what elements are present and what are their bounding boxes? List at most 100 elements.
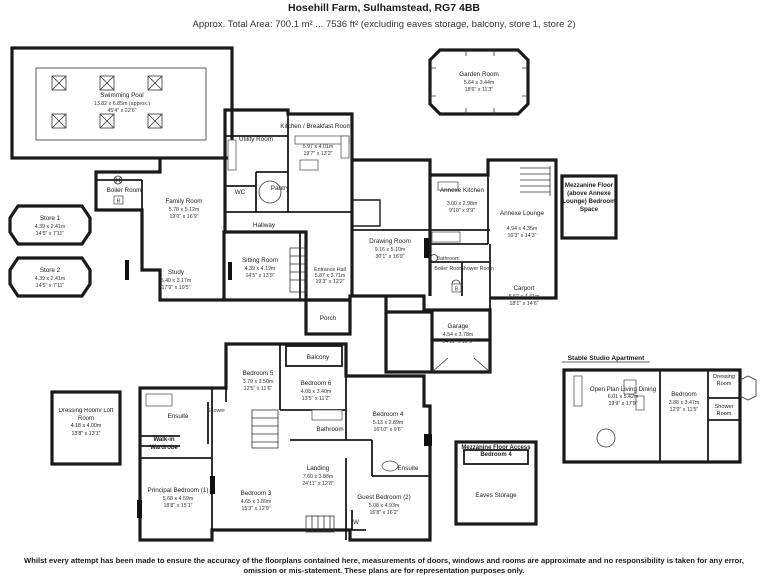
garage-wall [384,312,492,374]
ground-floor-walls [8,46,618,374]
mezz-access-inner [463,449,529,465]
label-study: Study [168,269,185,276]
dims-dressing-loft: 4.18 x 4.00m [70,423,102,429]
label-sitting-room: Sitting Room [242,257,278,264]
ensuite-bath [145,393,173,407]
ground-internal-walls [96,110,491,310]
balcony-rail [285,345,343,367]
label-boiler-room2: Boiler Room [434,266,464,272]
label-pantry: Pantry [271,185,290,192]
dims-drawing-room: 9.16 x 5.10m [375,247,406,253]
dims-imp-landing: 24'11" x 12'8" [302,481,334,487]
label-annexe-kitchen: Annexe Kitchen [440,187,485,194]
dims-bedroom4: 5.13 x 2.89m [373,420,404,426]
boiler-icon [113,175,123,185]
mezz-access-label-box: Mezzanine Floor Access Bedroom 4 [461,445,530,458]
pool-wall [10,46,234,160]
dims-imp-swimming-pool: 45'4" x 22'6" [107,108,136,114]
label-family-room: Family Room [165,198,202,205]
dims-imp-bedroom3: 15'3" x 12'9" [241,506,270,512]
label-bedroom3: Bedroom 3 [241,490,272,497]
label-kitchen: Kitchen / Breakfast Room [280,123,351,130]
label-mezzanine-annexe: Mezzanine Floor (above Annexe Lounge) Be… [562,182,616,213]
label-annexe-lounge: Annexe Lounge [500,210,545,217]
label-studio-title: Stable Studio Apartment [568,355,645,362]
disclaimer: Whilst every attempt has been made to en… [24,556,744,575]
boiler-badge-icon [113,195,124,205]
label-principal: Principal Bedroom (1) [148,487,209,494]
studio-sofa [623,379,637,395]
label-shower-studio: Shower Room [714,404,734,417]
store2-wall [8,256,92,298]
sitting-fireplace [228,262,232,280]
label-bathroom-first: Bathroom [316,426,343,433]
dims-imp-bedroom5: 12'5" x 11'6" [244,386,273,392]
dims-imp-drawing-room: 30'1" x 16'9" [375,254,404,260]
open-plan-label-box: Open Plan Living Dining 6.01 x 5.42m 19'… [590,386,656,407]
label-hallway: Hallway [253,222,276,229]
label-bedroom6: Bedroom 6 [301,380,332,387]
pool-skylights [51,75,163,129]
boiler-badge-text: B [117,199,121,205]
label-walk-in: Walk-in Wardrobe [150,437,178,451]
label-wc: WC [235,189,246,196]
drawing-bay [352,199,381,227]
stable-studio-walls [562,368,757,464]
pool-basin [35,67,207,141]
boiler2-badge-text: B [455,287,459,293]
dims-store2: 4.39 x 2.41m [35,276,66,282]
label-carport: Carport [514,285,535,292]
dims-bedroom5: 3.79 x 3.50m [243,379,274,385]
dims-store1: 4.39 x 2.41m [35,224,66,230]
dims-imp-studio-bedroom: 12'9" x 11'5" [670,407,699,413]
dims-sitting-room: 4.39 x 4.19m [245,266,276,272]
shower-studio-label-box: Shower Room [714,404,734,417]
dims-imp-bedroom6: 13'5" x 11'2" [302,396,331,402]
dims-garden-room: 5.64 x 3.44m [464,80,495,86]
dims-open-plan: 6.01 x 5.42m [607,393,639,400]
label-ensuite2: Ensuite [397,465,419,472]
label-eaves: Eaves Storage [475,492,517,499]
studio-dining-table [596,428,616,448]
label-entrance-hall: Entrance Hall [314,267,346,273]
label-bedroom5: Bedroom 5 [243,370,274,377]
drawing-fireplace [424,238,429,258]
bed3-chimney [210,476,215,494]
dims-imp-annexe-kitchen: 9'10" x 9'9" [449,208,475,214]
dims-studio-bedroom: 3.88 x 3.47m [669,400,700,406]
studio-bay [739,375,757,401]
label-store2: Store 2 [40,267,61,274]
dims-landing: 7.60 x 3.88m [303,474,334,480]
mezz-access-wall [454,440,538,526]
dims-principal: 5.68 x 4.59m [163,496,194,502]
symbols: B B [113,175,462,293]
dims-imp-annexe-lounge: 16'3" x 14'3" [507,233,536,239]
dims-kitchen: 5.97 x 4.01m [303,144,334,150]
label-dressing-studio: Dressing Room [712,374,736,387]
label-swimming-pool: Swimming Pool [100,92,143,99]
dims-imp-kitchen: 19'7" x 13'2" [303,151,332,157]
dims-imp-open-plan: 19'9" x 17'9" [608,401,638,407]
label-utility: Utility Room [239,136,273,143]
dims-imp-garden-room: 18'6" x 11'3" [465,87,494,93]
dims-imp-store1: 14'5" x 7'11" [36,231,65,237]
label-dressing-loft: Dressing Room/ Loft Room [58,408,114,422]
plan-title: Hosehill Farm, Sulhamstead, RG7 4BB [288,2,480,14]
label-store1: Store 1 [40,215,61,222]
boiler2-badge-icon [451,283,462,293]
first-floor-outline [138,342,432,542]
label-bedroom4: Bedroom 4 [373,411,404,418]
dims-annexe-lounge: 4.94 x 4.35m [507,226,538,232]
utility-units [227,139,237,171]
mezzanine-annexe-label-box: Mezzanine Floor (above Annexe Lounge) Be… [562,182,616,213]
label-garage: Garage [447,323,469,330]
dims-guest: 5.08 x 4.93m [369,503,400,509]
ensuite2-tub [381,460,399,472]
dims-imp-sitting-room: 14'5" x 13'9" [245,273,274,279]
label-w: W [353,519,359,526]
label-shower-first: Shower [207,408,225,414]
dims-imp-garage: 14'11" x 12'5" [442,339,474,345]
annexe-stairs [520,166,551,196]
walk-in-label-box: Walk-in Wardrobe [150,437,178,451]
